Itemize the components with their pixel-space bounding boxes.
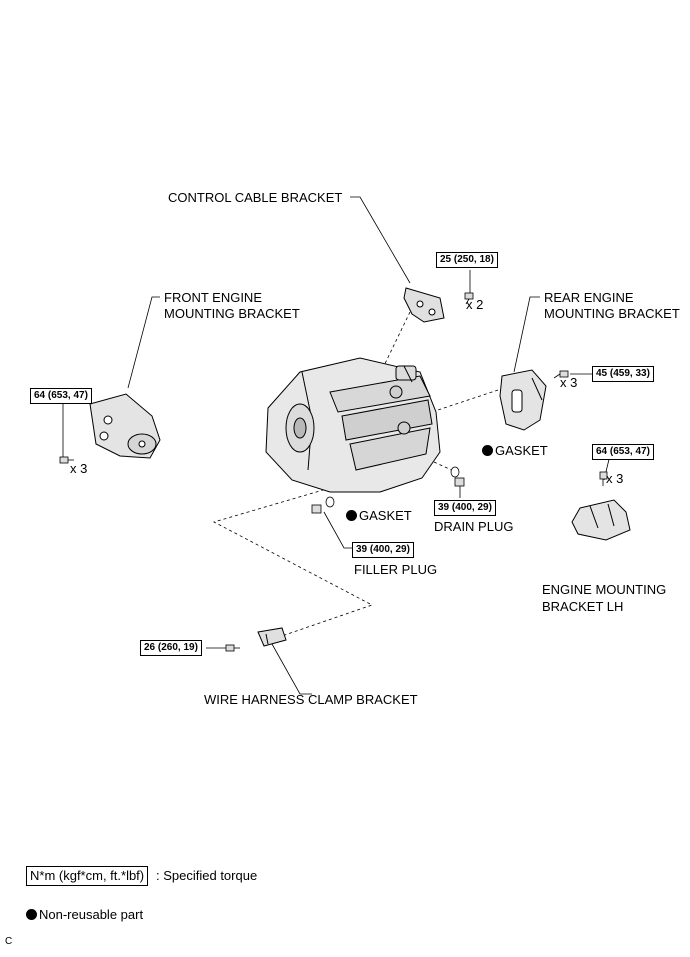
lh-mount-bolt xyxy=(599,471,608,486)
engine-mounting-lh-label-line2: BRACKET LH xyxy=(542,599,624,614)
rear-engine-mounting-bracket xyxy=(499,369,547,431)
control-cable-bracket-label: CONTROL CABLE BRACKET xyxy=(168,190,343,205)
legend-torque-description: : Specified torque xyxy=(156,868,258,883)
rear-engine-label-line1: REAR ENGINE xyxy=(544,290,634,305)
gasket-label-left: GASKET xyxy=(346,508,412,524)
control-cable-bolt xyxy=(464,292,474,305)
front-engine-mounting-bracket xyxy=(89,393,161,459)
non-reusable-dot-icon xyxy=(346,510,357,521)
gasket-label-right: GASKET xyxy=(482,443,548,459)
drain-plug xyxy=(454,477,465,487)
torque-box-filler-plug: 39 (400, 29) xyxy=(352,542,414,558)
filler-plug xyxy=(311,504,322,514)
drain-gasket xyxy=(450,466,460,478)
drain-plug-label: DRAIN PLUG xyxy=(434,519,514,534)
wire-harness-clamp-bracket xyxy=(257,627,287,647)
gasket-left-text: GASKET xyxy=(359,508,412,523)
torque-box-rear-mount: 45 (459, 33) xyxy=(592,366,654,382)
engine-mounting-lh-label-line1: ENGINE MOUNTING xyxy=(542,582,667,597)
transmission-body xyxy=(265,357,441,493)
wire-harness-bolt xyxy=(225,644,240,652)
torque-box-wire-harness: 26 (260, 19) xyxy=(140,640,202,656)
wire-harness-leader xyxy=(271,643,312,695)
legend-non-reusable: Non-reusable part xyxy=(26,906,143,924)
qty-rear-mount-bolts: x 3 xyxy=(560,375,578,390)
rear-mount-dashline xyxy=(437,389,499,411)
front-engine-label-line1: FRONT ENGINE xyxy=(164,290,262,305)
non-reusable-dot-icon xyxy=(26,909,37,920)
qty-control-cable-bolts: x 2 xyxy=(466,297,484,312)
legend-torque-unit-box: N*m (kgf*cm, ft.*lbf) xyxy=(26,866,149,886)
front-mount-leader xyxy=(127,296,160,389)
control-cable-bracket xyxy=(403,287,445,323)
legend-non-reusable-text: Non-reusable part xyxy=(39,907,144,922)
torque-box-drain-plug: 39 (400, 29) xyxy=(434,500,496,516)
engine-mounting-bracket-lh xyxy=(571,499,631,541)
non-reusable-dot-icon xyxy=(482,445,493,456)
qty-lh-mount-bolts: x 3 xyxy=(606,471,624,486)
filler-gasket xyxy=(325,496,335,508)
torque-39-filler-leader xyxy=(323,511,352,549)
front-mount-bolt xyxy=(59,456,74,464)
torque-box-front-mount: 64 (653, 47) xyxy=(30,388,92,404)
rear-mount-bolt xyxy=(553,370,569,379)
rear-mount-leader xyxy=(513,296,540,373)
filler-plug-label: FILLER PLUG xyxy=(354,562,438,577)
corner-mark: C xyxy=(5,936,13,947)
rear-engine-label-line2: MOUNTING BRACKET xyxy=(544,306,680,321)
wire-harness-dashline xyxy=(212,487,374,639)
torque-box-lh-mount: 64 (653, 47) xyxy=(592,444,654,460)
torque-box-control-cable: 25 (250, 18) xyxy=(436,252,498,268)
qty-front-mount-bolts: x 3 xyxy=(70,461,88,476)
wire-harness-label: WIRE HARNESS CLAMP BRACKET xyxy=(204,692,418,707)
control-cable-leader xyxy=(350,196,411,284)
gasket-right-text: GASKET xyxy=(495,443,548,458)
front-engine-label-line2: MOUNTING BRACKET xyxy=(164,306,300,321)
